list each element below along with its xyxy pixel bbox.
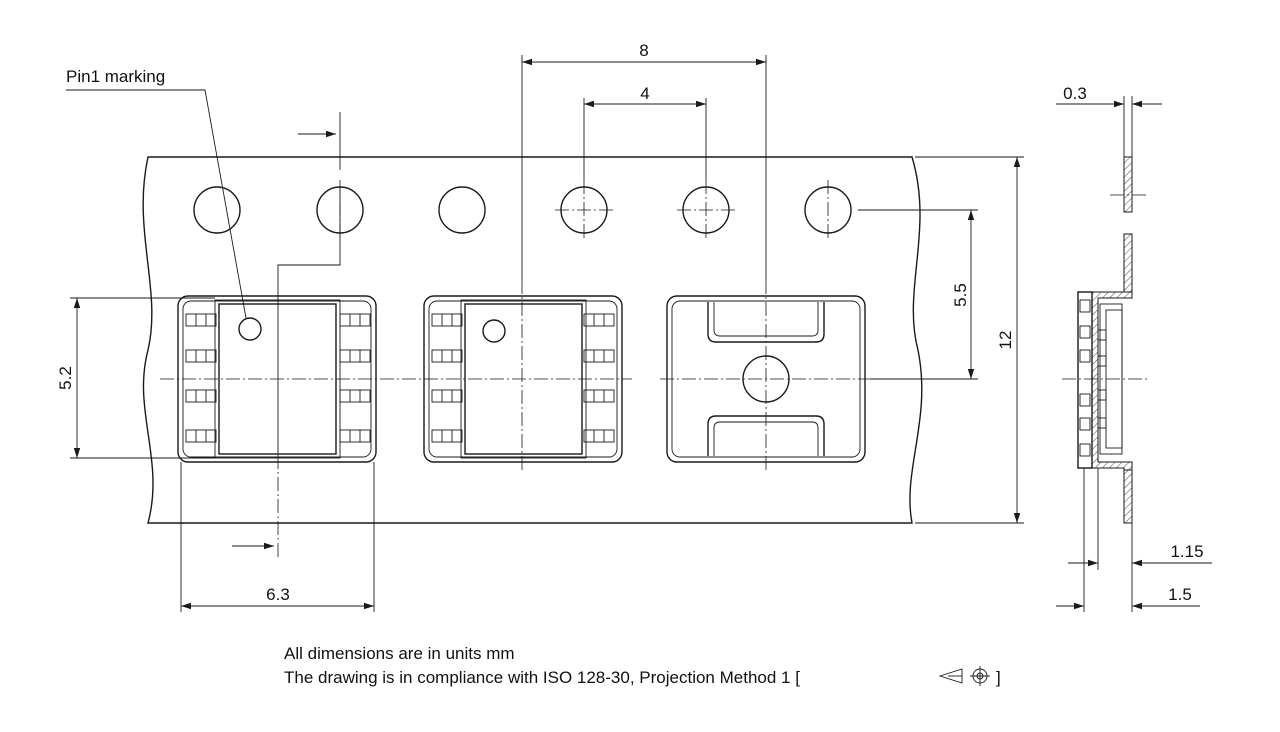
dim-hole-pitch-4 [583,98,707,180]
dim-label-0-3: 0.3 [1063,84,1087,103]
dim-1-5 [1056,468,1200,612]
center-lines [160,280,870,560]
dim-label-hole-pitch: 4 [640,84,649,103]
dim-6-3 [180,462,375,612]
dim-tape-width-12 [915,156,1024,524]
dim-label-6-3: 6.3 [266,585,290,604]
sprocket-holes [193,180,852,240]
dim-label-5-5: 5.5 [951,283,970,307]
dim-label-1-5: 1.5 [1168,585,1192,604]
dim-1-15 [1068,468,1212,612]
pin1-marking-label: Pin1 marking [66,67,165,86]
dim-5-2 [70,297,215,459]
section-cut-marker [232,112,341,550]
dim-label-5-2: 5.2 [56,366,75,390]
dim-0-3 [1056,96,1162,157]
note-iso-prefix: The drawing is in compliance with ISO 12… [284,668,800,687]
note-iso: The drawing is in compliance with ISO 12… [284,668,800,687]
dim-pitch-8 [521,55,767,280]
pin1-leader [66,89,247,319]
dim-label-pitch: 8 [639,41,648,60]
projection-method-symbol [938,666,990,686]
dim-label-1-15: 1.15 [1170,542,1203,561]
dim-5-5 [858,209,978,380]
side-section-view [1062,156,1148,524]
note-iso-suffix: ] [996,668,1001,687]
carrier-tape [142,156,923,524]
note-units: All dimensions are in units mm [284,644,515,663]
dim-label-tape-width: 12 [996,331,1015,350]
